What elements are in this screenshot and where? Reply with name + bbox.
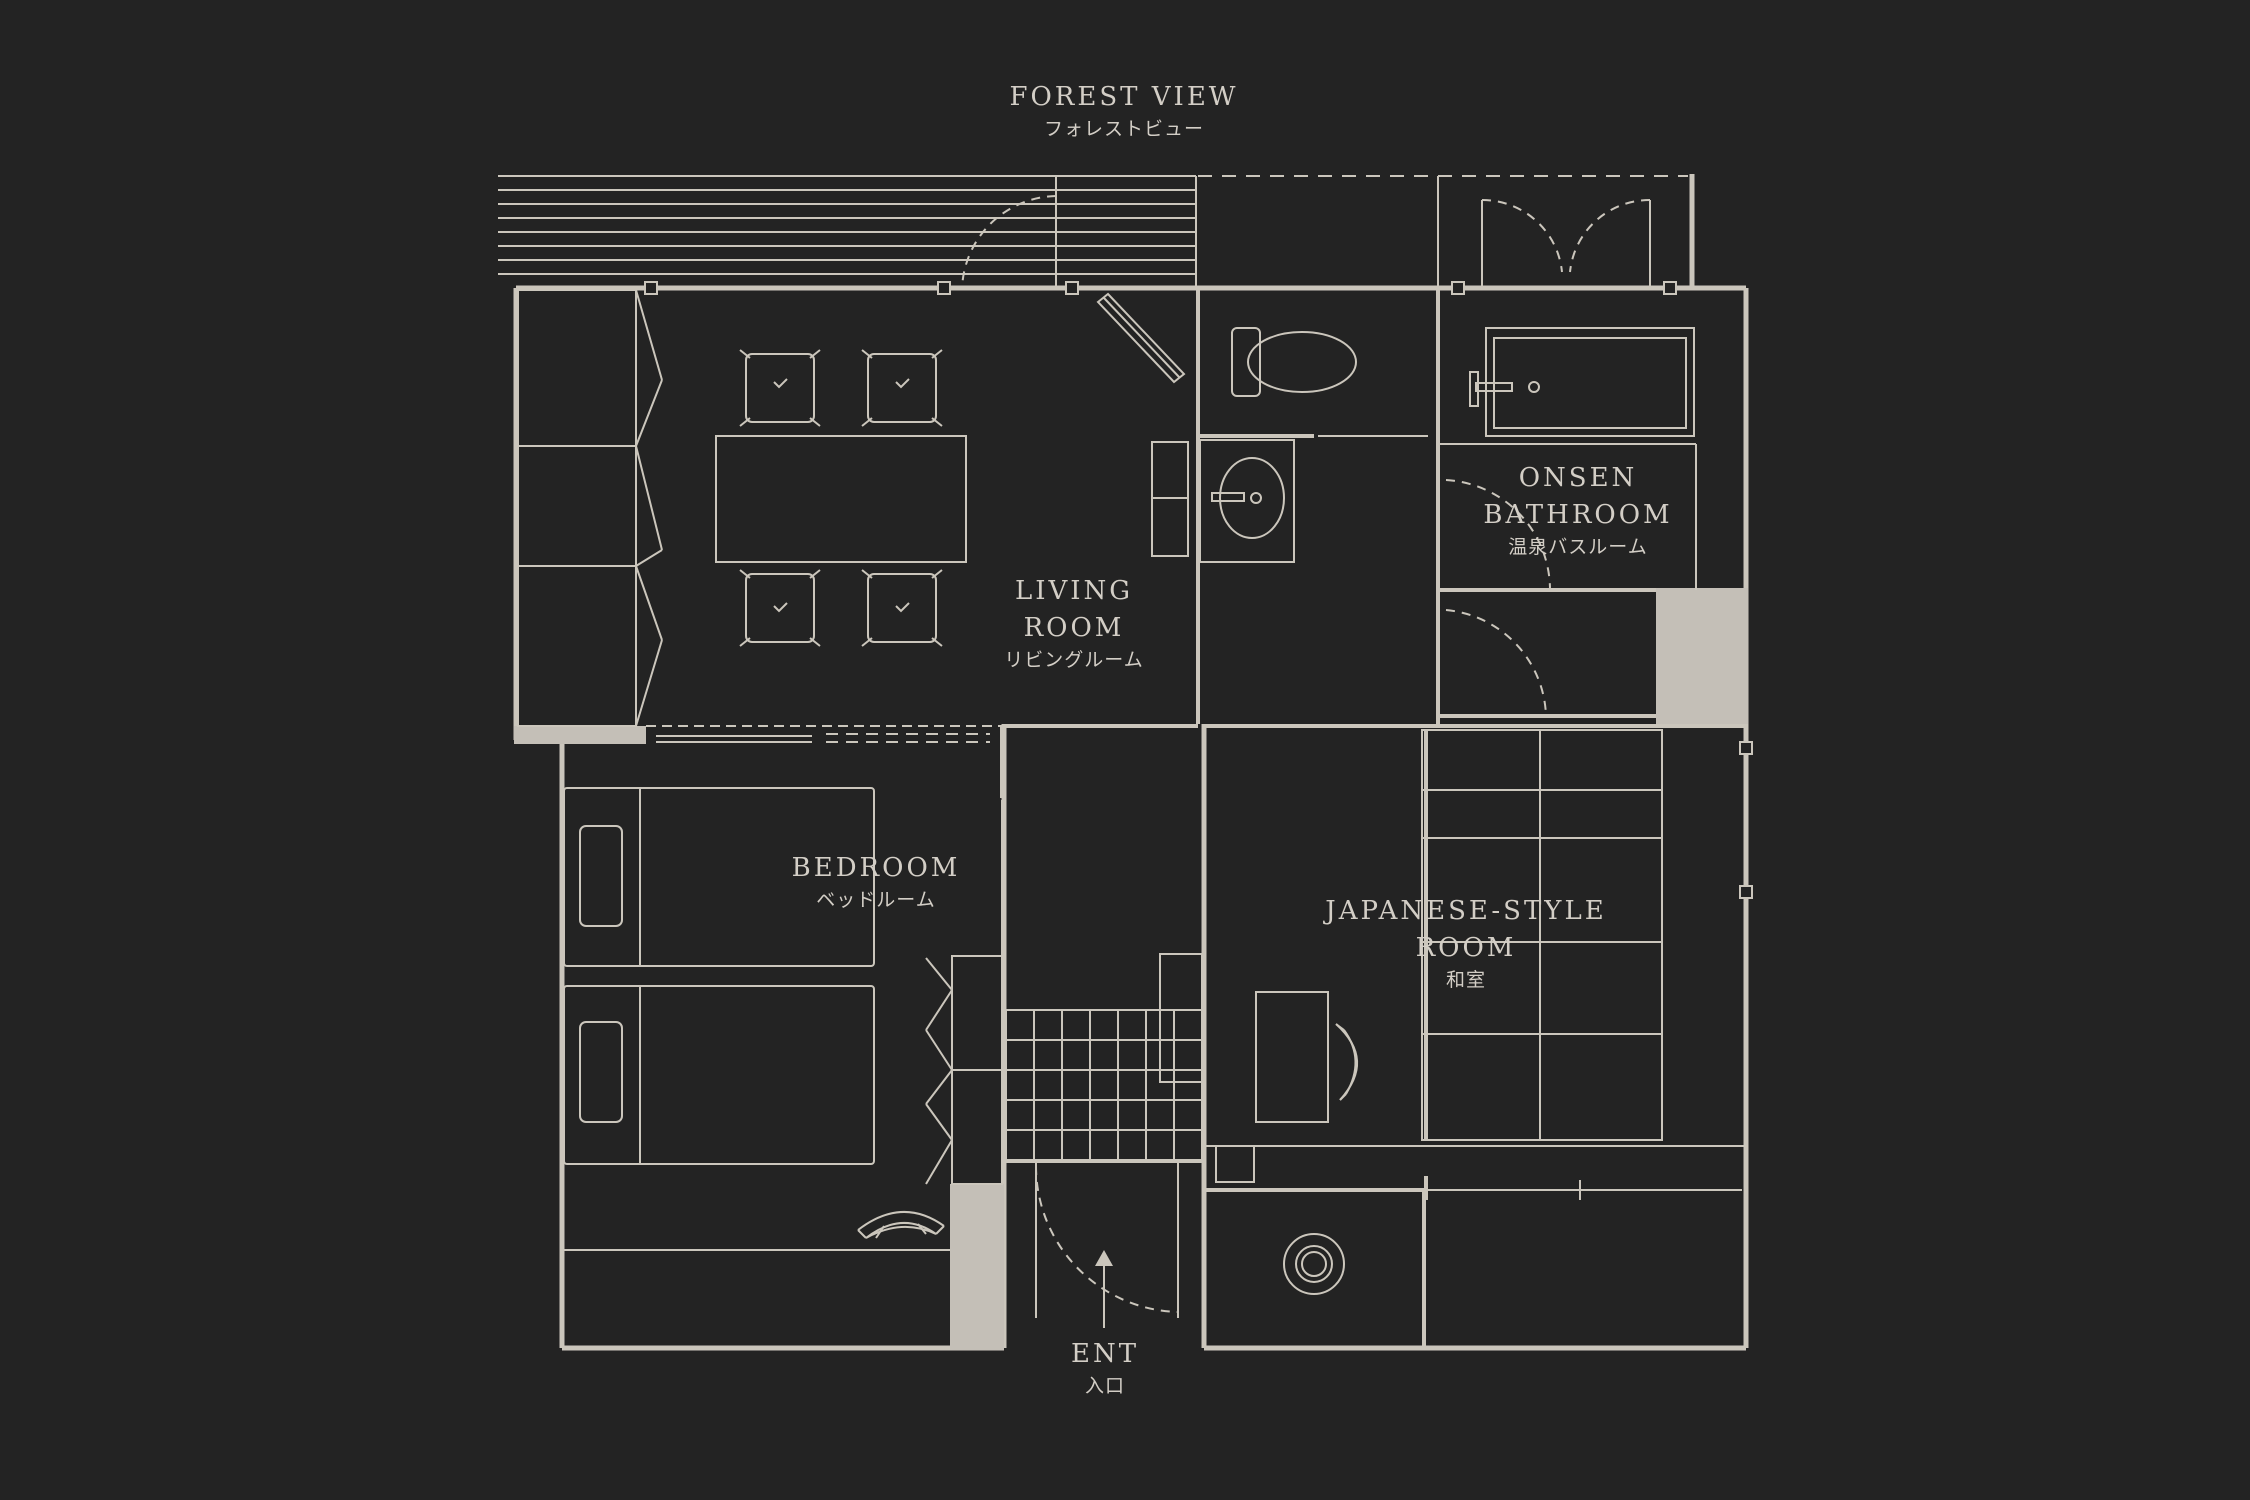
forest-view-label-jp: フォレストビュー (1043, 118, 1204, 140)
onsen-bathroom-label-jp: 温泉バスルーム (1508, 536, 1648, 558)
forest-view-label: FOREST VIEW フォレストビュー (1009, 79, 1238, 142)
forest-view-label-en: FOREST VIEW (1009, 82, 1239, 112)
bed-bottom (563, 985, 875, 1165)
round-bin-icon (1283, 1233, 1345, 1295)
sofa (517, 289, 663, 727)
dining-table (715, 435, 967, 563)
shoe-cabinet (1159, 953, 1203, 1083)
bedroom-label-jp: ベッドルーム (816, 889, 936, 911)
zaisu-chair (1335, 1023, 1358, 1101)
dining-chairs (739, 349, 943, 647)
interior-walls (1000, 288, 1746, 1348)
onsen-bathroom-label: ONSEN BATHROOM 温泉バスルーム (1483, 460, 1672, 560)
genkan-tiles (1005, 1009, 1203, 1163)
window-posts (644, 281, 1753, 899)
bedroom-chair (857, 1210, 945, 1239)
wardrobe (925, 955, 1003, 1185)
solid-walls (514, 588, 1748, 1350)
lounge-chair (1096, 292, 1186, 384)
low-desk (1255, 991, 1329, 1123)
bedroom-label-en: BEDROOM (791, 853, 961, 883)
japanese-room-label-en2: ROOM (1415, 933, 1517, 963)
entrance-label-jp: 入口 (1084, 1375, 1126, 1397)
living-cabinets (1151, 441, 1189, 557)
entrance-label: ENT 入口 (1071, 1336, 1139, 1399)
tatami (1421, 729, 1663, 1141)
deck (498, 174, 1695, 288)
onsen-bathroom-label-en1: ONSEN (1518, 463, 1638, 493)
japanese-room-label-jp: 和室 (1445, 969, 1486, 991)
living-room-label-en1: LIVING (1014, 576, 1134, 606)
toilet-icon (1231, 327, 1357, 397)
japanese-room-label: JAPANESE-STYLE ROOM 和室 (1325, 893, 1606, 993)
onsen-bathroom-label-en2: BATHROOM (1483, 500, 1673, 530)
bedroom-label: BEDROOM ベッドルーム (792, 850, 961, 913)
living-room-label-jp: リビングルーム (1004, 649, 1144, 671)
entrance-arrow-icon (1095, 1250, 1113, 1328)
living-room-label-en2: ROOM (1023, 613, 1125, 643)
deck-door-swings (961, 195, 1651, 291)
onsen-door-swings (1445, 479, 1552, 717)
bathtub-icon (1469, 327, 1695, 437)
entrance-label-en: ENT (1070, 1339, 1140, 1369)
living-room-label: LIVING ROOM リビングルーム (1004, 573, 1143, 673)
entrance-door-swing (1035, 1165, 1179, 1313)
small-box (1215, 1145, 1255, 1183)
bed-top (563, 787, 875, 967)
sink-icon (1199, 439, 1295, 563)
interior-thin-walls (1001, 435, 1746, 1318)
living-sliding-partition (646, 725, 1010, 743)
japanese-room-label-en1: JAPANESE-STYLE (1325, 896, 1607, 926)
